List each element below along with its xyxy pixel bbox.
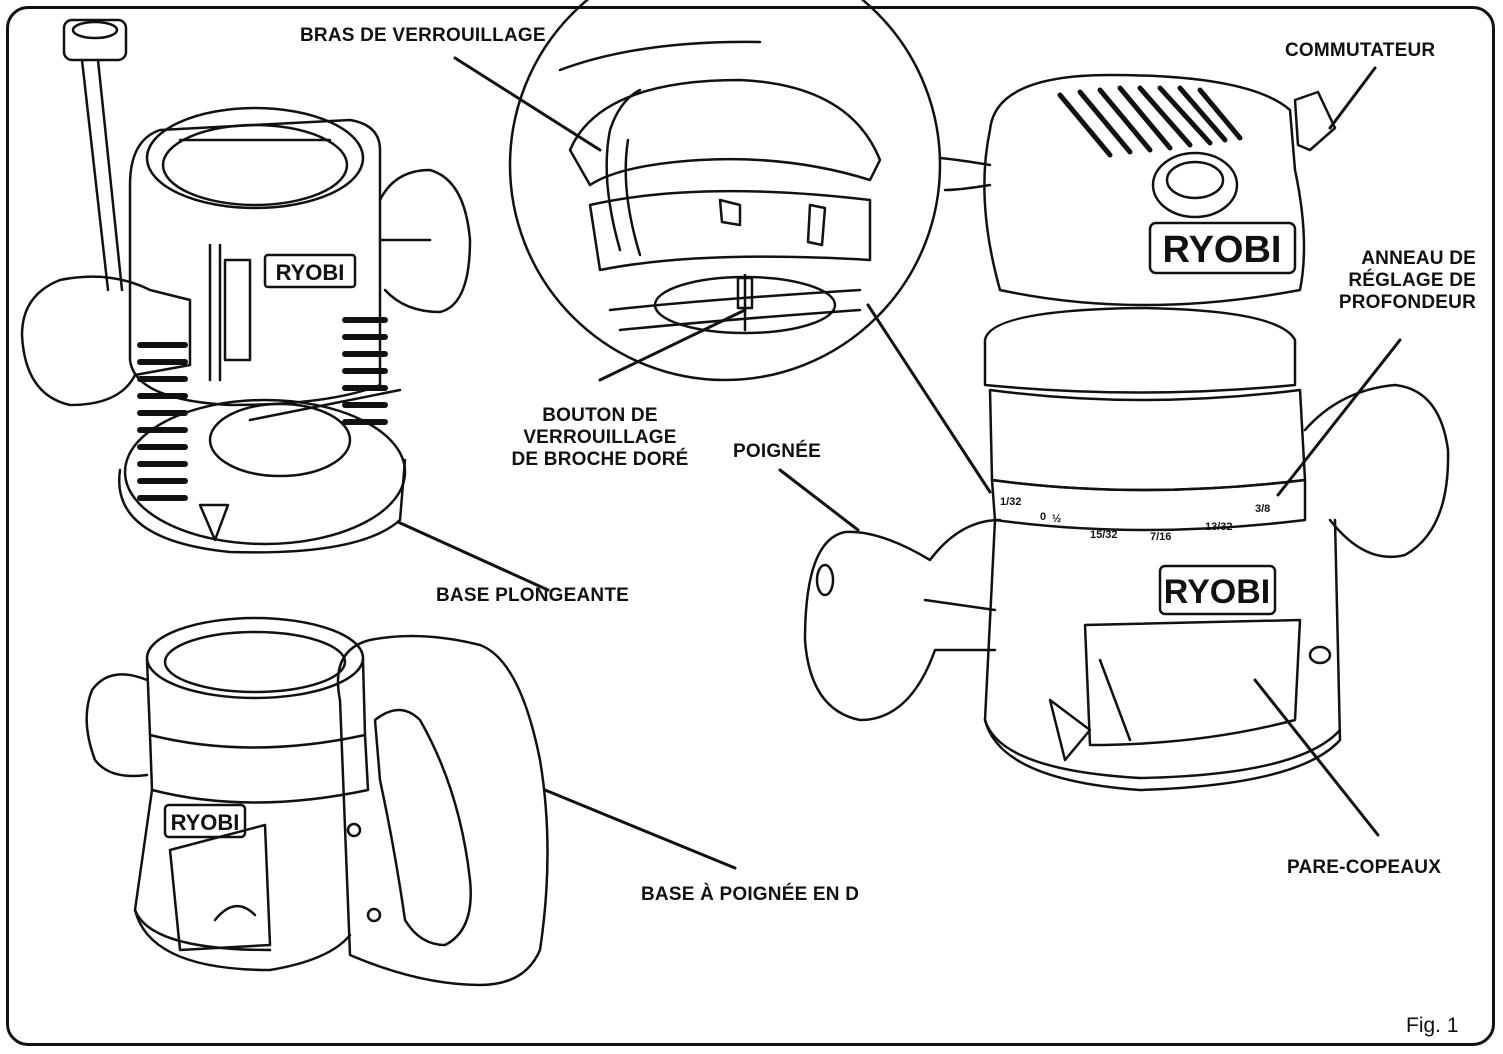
- figure-frame: [6, 6, 1495, 1046]
- figure-number: Fig. 1: [1406, 1014, 1459, 1037]
- d-base-brand: RYOBI: [171, 810, 240, 835]
- label-d-handle-base: BASE À POIGNÉE EN D: [641, 884, 860, 905]
- lock-detail-drawing: [508, 0, 942, 382]
- label-handle: POIGNÉE: [733, 441, 821, 462]
- leader-d-handle: [543, 788, 737, 870]
- leader-plunge-base: [396, 520, 550, 592]
- leader-chip-shield: [1253, 678, 1380, 837]
- scale-mark: 15/32: [1090, 529, 1118, 541]
- scale-mark: 3/8: [1255, 503, 1270, 515]
- leader-lines: [396, 56, 1402, 870]
- label-lock-arm: BRAS DE VERROUILLAGE: [300, 25, 546, 46]
- leader-depth-ring: [1276, 338, 1402, 497]
- leader-detail-connector: [866, 303, 992, 494]
- leader-switch: [1328, 66, 1377, 130]
- label-chip-shield: PARE-COPEAUX: [1287, 857, 1442, 878]
- scale-mark: 7/16: [1150, 531, 1171, 543]
- leader-spindle-lock: [598, 308, 747, 382]
- label-switch: COMMUTATEUR: [1285, 40, 1436, 61]
- label-depth-ring: ANNEAU DE RÉGLAGE DE PROFONDEUR: [1338, 248, 1476, 313]
- scale-mark: ½: [1052, 513, 1061, 525]
- plunge-brand: RYOBI: [276, 260, 345, 285]
- base-brand: RYOBI: [1164, 573, 1270, 611]
- d-handle-base-drawing: [85, 616, 549, 987]
- leader-lock-arm: [453, 56, 602, 152]
- motor-brand: RYOBI: [1163, 229, 1282, 271]
- label-spindle-lock: BOUTON DE VERROUILLAGE DE BROCHE DORÉ: [511, 405, 689, 470]
- label-plunge-base: BASE PLONGEANTE: [436, 585, 630, 606]
- scale-mark: 0: [1040, 511, 1046, 523]
- scale-mark: 13/32: [1205, 521, 1233, 533]
- scale-mark: 1/32: [1000, 496, 1021, 508]
- leader-handle: [778, 468, 860, 532]
- fixed-router-drawing: [803, 73, 1450, 792]
- plunge-base-drawing: [20, 18, 472, 554]
